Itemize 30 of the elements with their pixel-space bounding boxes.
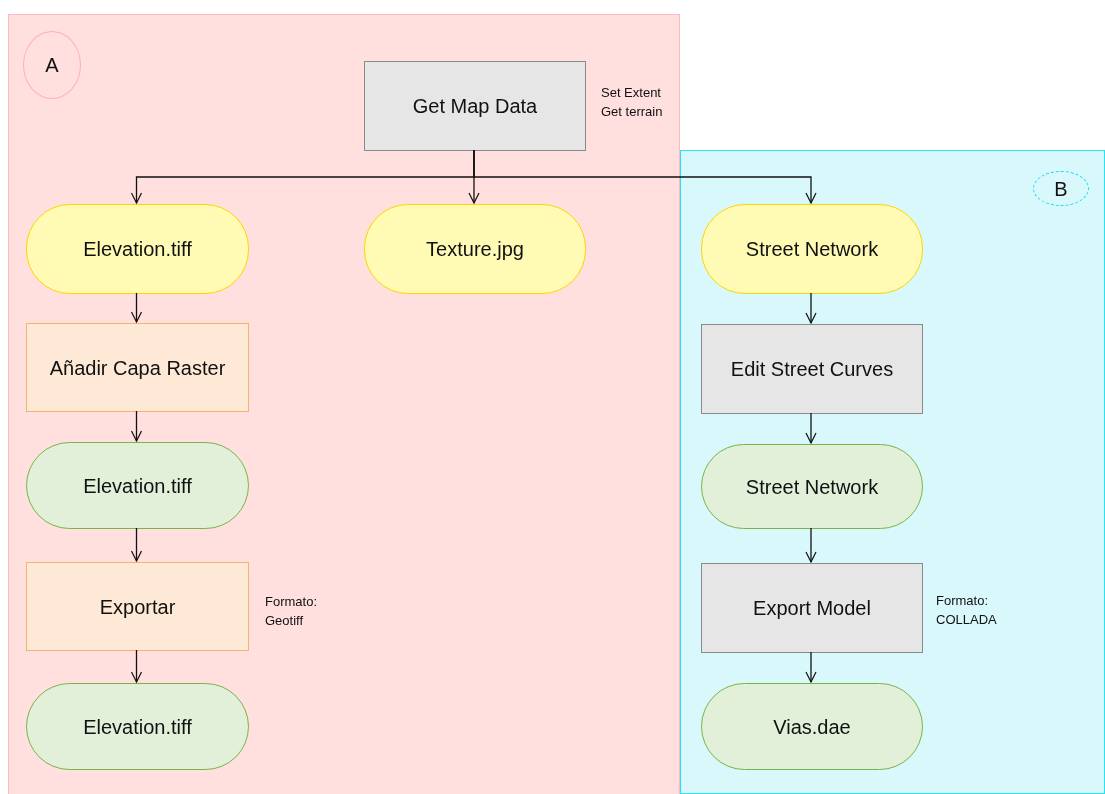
arrow xyxy=(473,149,817,204)
annotation-note: Set Extent Get terrain xyxy=(601,84,664,121)
process-box xyxy=(26,323,249,412)
node-label: Elevation.tiff xyxy=(82,473,193,499)
section-letter: A xyxy=(44,53,60,78)
node-label: Texture.jpg xyxy=(425,237,525,262)
panel-background xyxy=(680,150,1105,794)
process-box xyxy=(701,324,923,414)
node-label: Exportar xyxy=(98,594,177,620)
arrow xyxy=(130,292,143,323)
annotation-note: Formato: Geotiff xyxy=(265,593,318,630)
node-label: Get Map Data xyxy=(411,94,539,119)
arrow xyxy=(130,527,143,562)
panel-background xyxy=(8,14,680,794)
arrow xyxy=(805,292,817,324)
node-label: Elevation.tiff xyxy=(82,237,193,262)
arrow xyxy=(130,410,143,442)
node-label: Elevation.tiff xyxy=(82,714,193,740)
node-label: Street Network xyxy=(744,474,880,500)
node-label: Street Network xyxy=(744,237,880,262)
node-label: Añadir Capa Raster xyxy=(48,355,227,381)
node-label: Vias.dae xyxy=(772,714,852,740)
arrow xyxy=(805,527,817,563)
annotation-note: Formato: COLLADA xyxy=(936,592,998,629)
section-letter: B xyxy=(1053,176,1069,202)
arrow xyxy=(130,649,143,683)
node-label: Edit Street Curves xyxy=(729,357,895,382)
arrow xyxy=(805,651,817,683)
arrow xyxy=(805,412,817,444)
node-label: Export Model xyxy=(752,596,872,621)
